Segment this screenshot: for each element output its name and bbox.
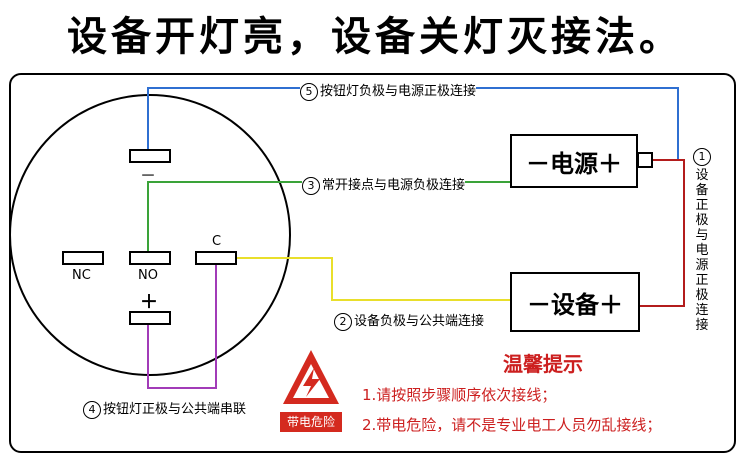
wire-yellow (236, 257, 510, 301)
switch-body (9, 94, 291, 376)
danger-badge: 带电危险 (280, 412, 342, 432)
label-1-text: 设备正极与电源正极连接 (695, 168, 709, 333)
page-title: 设备开灯亮，设备关灯灭接法。 (67, 14, 683, 60)
wire-red (640, 159, 685, 307)
power-supply-box: －电源＋ (510, 134, 638, 188)
terminal-c (195, 251, 237, 265)
terminal-lamp-plus (129, 311, 171, 325)
terminal-lamp-minus (129, 149, 171, 163)
lightning-icon (303, 368, 320, 397)
label-1: 1 设备正极与电源正极连接 (693, 148, 711, 333)
terminal-nc (62, 251, 104, 265)
pin-c-label: C (212, 234, 222, 249)
diagram-frame (9, 73, 736, 453)
tip-1: 1.请按照步骤顺序依次接线； (362, 386, 557, 404)
pin-nc-label: NC (72, 268, 91, 283)
tips-title: 温馨提示 (503, 352, 583, 376)
power-connector (637, 152, 653, 168)
device-box: －设备＋ (510, 272, 640, 332)
tip-2: 2.带电危险，请不是专业电工人员勿乱接线； (362, 416, 662, 434)
pin-no-label: NO (138, 268, 158, 283)
pin-minus-label: － (140, 166, 157, 185)
wire-purple (147, 265, 217, 389)
terminal-no (129, 251, 171, 265)
pin-plus-label: ＋ (140, 292, 158, 313)
